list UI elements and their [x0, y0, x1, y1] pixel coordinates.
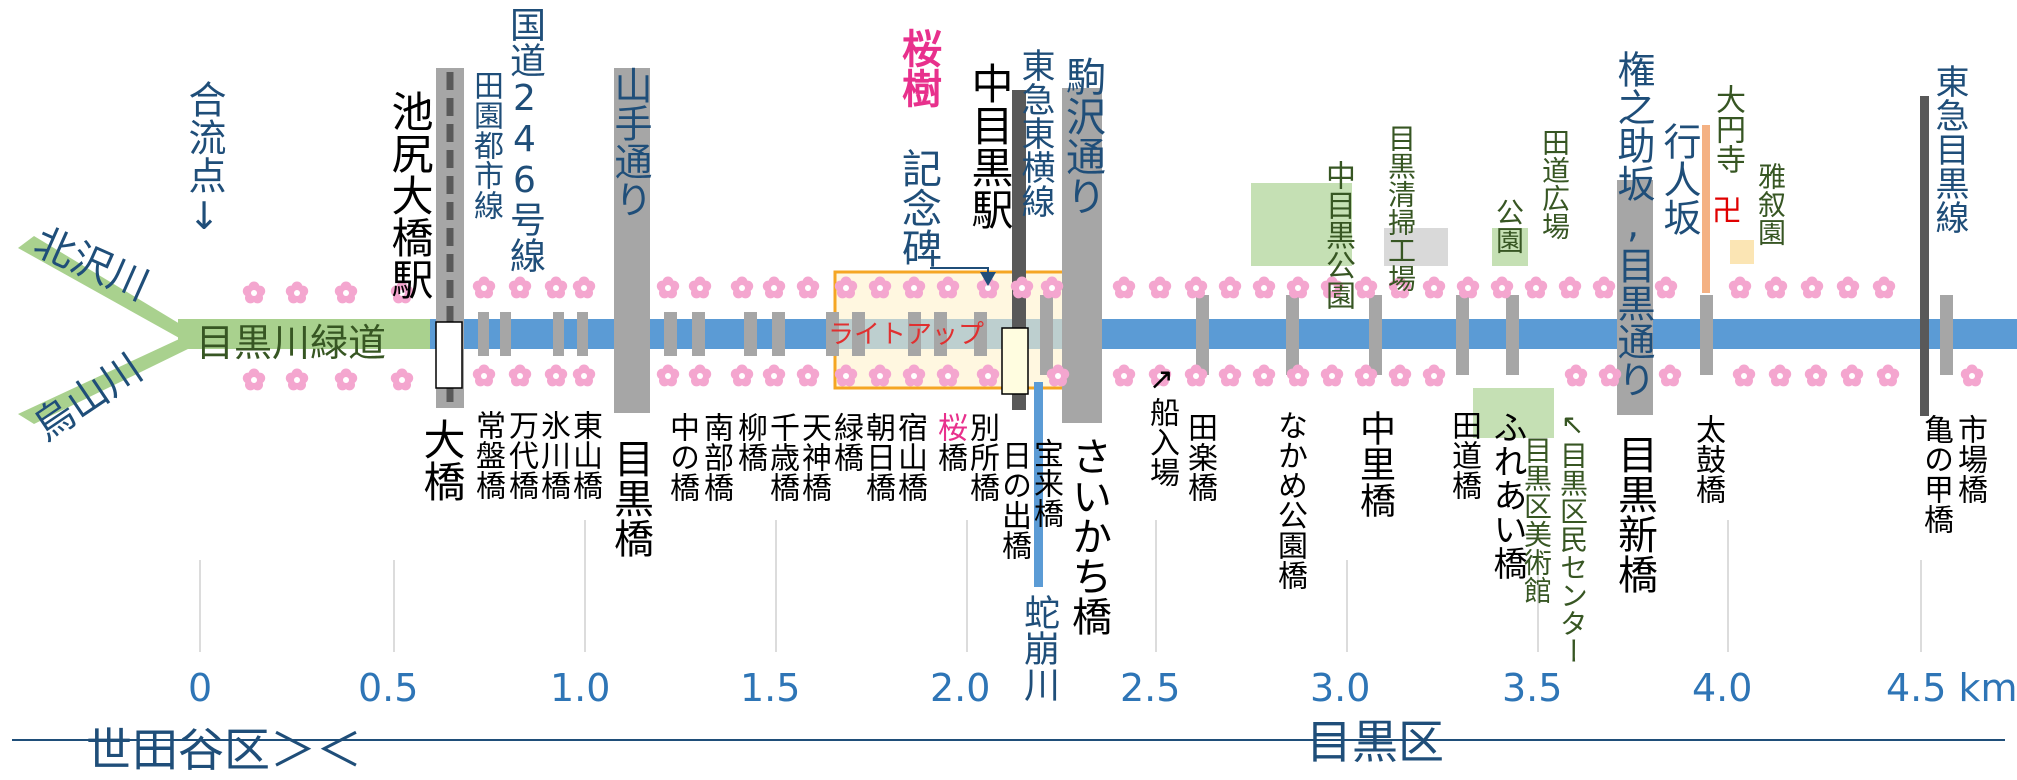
axis-tick-label: 1.0: [550, 666, 611, 710]
bridge-label: 千歳橋: [764, 412, 799, 502]
bridge-label: 緑橋: [828, 412, 863, 472]
bridge-label: 別所橋: [964, 412, 999, 502]
bridge-label: 常盤橋: [470, 410, 505, 500]
axis-tick-label: 0: [188, 666, 213, 710]
greenway-label: 目黒川緑道: [196, 321, 387, 365]
bridge-label: 宝来橋: [1028, 438, 1063, 528]
gajoen-label: 雅叙園: [1754, 162, 1787, 246]
nakameguro-station-label: 中目黒駅: [965, 62, 1014, 230]
yamate-dori-bar: [614, 68, 650, 413]
daienji-label: 大円寺: [1710, 84, 1745, 174]
bridge-label: 田楽橋: [1182, 412, 1217, 502]
kinenhi-arrowhead: [980, 272, 996, 286]
bridge-label: 万代橋: [503, 410, 538, 500]
seisou-box: [1384, 228, 1448, 266]
gyonin-label: 行人坂: [1657, 122, 1701, 236]
fureai-box: [1473, 388, 1554, 438]
axis-tick-label: 2.5: [1120, 666, 1181, 710]
bridge-label: なかめ公園橋: [1272, 410, 1307, 590]
meguro-line-bar: [1920, 96, 1929, 416]
axis-tick-label: 2.0: [930, 666, 991, 710]
bridge-label: 市場橋: [1952, 414, 1987, 504]
bridge-label: 東山橋: [567, 410, 602, 500]
bridge-label: 太鼓橋: [1690, 414, 1725, 504]
sakura-label: 桜樹: [895, 28, 941, 108]
axis-tick-label: 4.0: [1692, 666, 1753, 710]
nakameguro-exit-box: [1001, 327, 1029, 395]
meguro-greenway: [178, 319, 430, 349]
bridge-label: 南部橋: [698, 412, 733, 502]
bridge-label: 氷川橋: [535, 410, 570, 500]
axis-tick-label: 0.5: [358, 666, 419, 710]
bridge-label: 中里橋: [1354, 410, 1395, 518]
meguro-ward-label: 目黒区: [1306, 715, 1444, 769]
ikejiri-exit-box: [435, 321, 463, 389]
bridge-label: 日の出橋: [996, 440, 1031, 560]
setagaya-ward-label: 世田谷区: [86, 723, 270, 777]
karasuyama-greenway: [18, 334, 190, 424]
naka-park-label: 中目黒公園: [1320, 160, 1355, 310]
gajoen-box: [1730, 240, 1754, 264]
bridge-label: ↗船入場: [1144, 362, 1179, 487]
jakuzure-river: [1034, 382, 1043, 587]
kumin-center-label: ↖目黒区民センター: [1556, 408, 1589, 665]
bridge-label: 天神橋: [796, 412, 831, 502]
naka-park-box: [1251, 183, 1352, 266]
axis-tick-label: 3.5: [1502, 666, 1563, 710]
km-gridlines: [199, 520, 1922, 652]
bridge-label: 大橋: [417, 418, 466, 502]
manji-icon: 卍: [1712, 194, 1742, 229]
bridge-label: ふれあい橋: [1487, 410, 1527, 580]
bridge-label: 柳橋: [732, 412, 767, 472]
bridge-label: 亀の甲橋: [1918, 414, 1953, 534]
park-label: 公園: [1492, 198, 1525, 254]
gonnosuke-label: 権之助坂,目黒通り: [1611, 50, 1655, 398]
confluence-label: 合流点↓: [182, 80, 226, 238]
ikejiri-station-label: 池尻大橋駅: [385, 90, 434, 300]
dendou-hiroba-label: 田道広場: [1538, 128, 1571, 240]
komazawa-dori-label: 駒沢通り: [1059, 56, 1105, 216]
toyoko-line-label: 東急東横線: [1015, 48, 1055, 218]
bridge-label: 桜橋: [932, 412, 967, 472]
axis-tick-label: 4.5 km: [1886, 666, 2017, 710]
gonnosuke-bar: [1617, 180, 1653, 415]
lightup-label: ライトアップ: [828, 320, 985, 350]
bridge-label: 目黒橋: [607, 438, 653, 558]
kitazawa-greenway: [18, 236, 190, 344]
komazawa-dori-bar: [1062, 88, 1102, 423]
museum-label: 目黒区美術館: [1520, 436, 1553, 604]
axis-tick-label: 1.5: [740, 666, 801, 710]
daienji-bar: [1702, 125, 1710, 293]
bridge-label: 宿山橋: [892, 412, 927, 502]
seisou-label: 目黒清掃工場: [1384, 124, 1417, 292]
den-en-toshi-line-label: 田園都市線: [468, 70, 503, 220]
bridge-label: 目黒新橋: [1611, 434, 1657, 594]
jakuzure-label: 蛇崩川: [1018, 594, 1059, 702]
bridge-label: さいかち橋: [1065, 436, 1111, 636]
route-246-label: 国道246号線: [504, 6, 545, 273]
kinenhi-label: 記念碑: [895, 148, 941, 268]
axis-tick-label: 3.0: [1310, 666, 1371, 710]
park-box: [1492, 228, 1528, 266]
bridge-label: 田道橋: [1446, 410, 1481, 500]
yamate-dori-label: 山手通り: [608, 66, 652, 218]
meguro-line-label: 東急目黒線: [1929, 64, 1969, 234]
bridge-label: 朝日橋: [860, 412, 895, 502]
bridge-label: 中の橋: [664, 412, 699, 502]
ward-boundary-mark: ＞＜: [270, 723, 362, 777]
bridge-bars: [478, 295, 1953, 375]
